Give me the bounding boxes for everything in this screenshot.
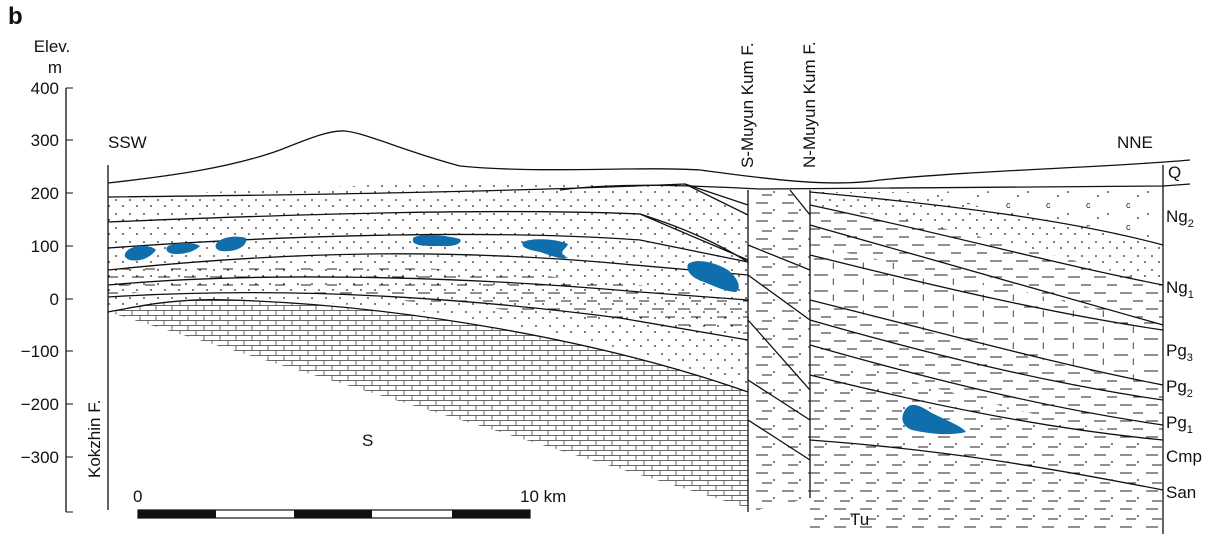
aquifer-lens — [902, 404, 966, 435]
lithology-fills — [108, 180, 1163, 530]
left-direction-label: SSW — [108, 133, 147, 152]
unit-label-cmp: Cmp — [1166, 447, 1202, 466]
basement-label: S — [362, 431, 373, 450]
svg-text:Cmp: Cmp — [1166, 447, 1202, 466]
y-axis-title: Elev. — [34, 37, 71, 56]
fault-block-boundaries — [747, 189, 811, 461]
svg-text:Ng1: Ng1 — [1166, 278, 1194, 301]
unit-label-san: San — [1166, 483, 1196, 502]
unit-label-q: Q — [1168, 163, 1181, 182]
y-tick-label: 300 — [31, 131, 59, 150]
y-axis — [65, 87, 73, 513]
aquifer-lens — [413, 235, 461, 247]
unit-label-pg1: Pg1 — [1166, 413, 1193, 436]
unit-label-ng1: Ng1 — [1166, 278, 1194, 301]
y-tick-label: −300 — [21, 448, 59, 467]
y-tick-label: 0 — [50, 290, 59, 309]
svg-text:Ng2: Ng2 — [1166, 207, 1194, 230]
aquifer-lens — [166, 243, 200, 254]
kokzhin-fault-label: Kokzhin F. — [85, 400, 104, 478]
right-direction-label: NNE — [1117, 133, 1153, 152]
unit-label-ng2: Ng2 — [1166, 207, 1194, 230]
aquifer-lens — [124, 245, 156, 261]
svg-text:San: San — [1166, 483, 1196, 502]
unit-label-pg3: Pg3 — [1166, 341, 1193, 364]
y-tick-label: 200 — [31, 184, 59, 203]
south-muyun-kum-fault-label: S-Muyun Kum F. — [738, 42, 757, 168]
scale-start-label: 0 — [133, 487, 142, 506]
scale-bar — [137, 509, 531, 519]
aquifer-lenses — [124, 235, 966, 435]
svg-text:Pg3: Pg3 — [1166, 341, 1193, 364]
svg-text:Pg2: Pg2 — [1166, 377, 1193, 400]
y-tick-label: −100 — [21, 342, 59, 361]
aquifer-lens — [215, 236, 247, 252]
y-tick-label: 400 — [31, 79, 59, 98]
bottom-unit-label: Tu — [850, 510, 869, 529]
y-tick-label: −200 — [21, 395, 59, 414]
topographic-surface — [107, 130, 1191, 184]
svg-text:Pg1: Pg1 — [1166, 413, 1193, 436]
y-axis-unit: m — [48, 58, 62, 77]
svg-text:Q: Q — [1168, 163, 1181, 182]
scale-end-label: 10 km — [520, 487, 566, 506]
aquifer-lens — [687, 261, 739, 292]
aquifer-lens — [522, 239, 568, 259]
western-layer-boundaries — [107, 183, 749, 393]
unit-label-pg2: Pg2 — [1166, 377, 1193, 400]
y-tick-label: 100 — [31, 237, 59, 256]
panel-label: b — [8, 3, 23, 30]
north-muyun-kum-fault-label: N-Muyun Kum F. — [800, 41, 819, 168]
eastern-layer-boundaries — [809, 191, 1164, 491]
